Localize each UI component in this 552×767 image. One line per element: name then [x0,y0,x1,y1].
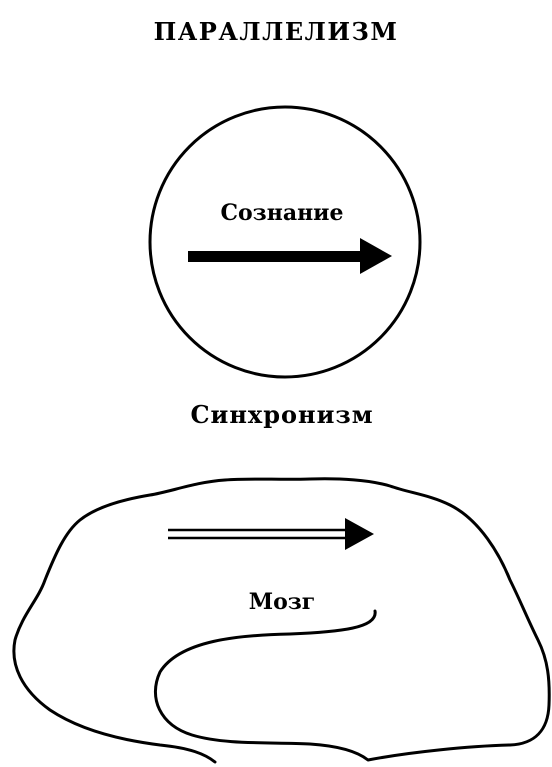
solid-arrow-head [360,238,392,274]
double-line-arrow [168,518,374,550]
consciousness-circle [150,107,420,377]
brain-label: Мозг [249,589,316,615]
brain-outline [14,479,549,762]
solid-arrow [188,238,392,274]
synchronism-label: Синхронизм [190,400,373,429]
consciousness-label: Сознание [221,200,344,226]
solid-arrow-shaft [188,251,366,262]
diagram-title: ПАРАЛЛЕЛИЗМ [154,17,399,46]
double-arrow-head [345,518,374,550]
